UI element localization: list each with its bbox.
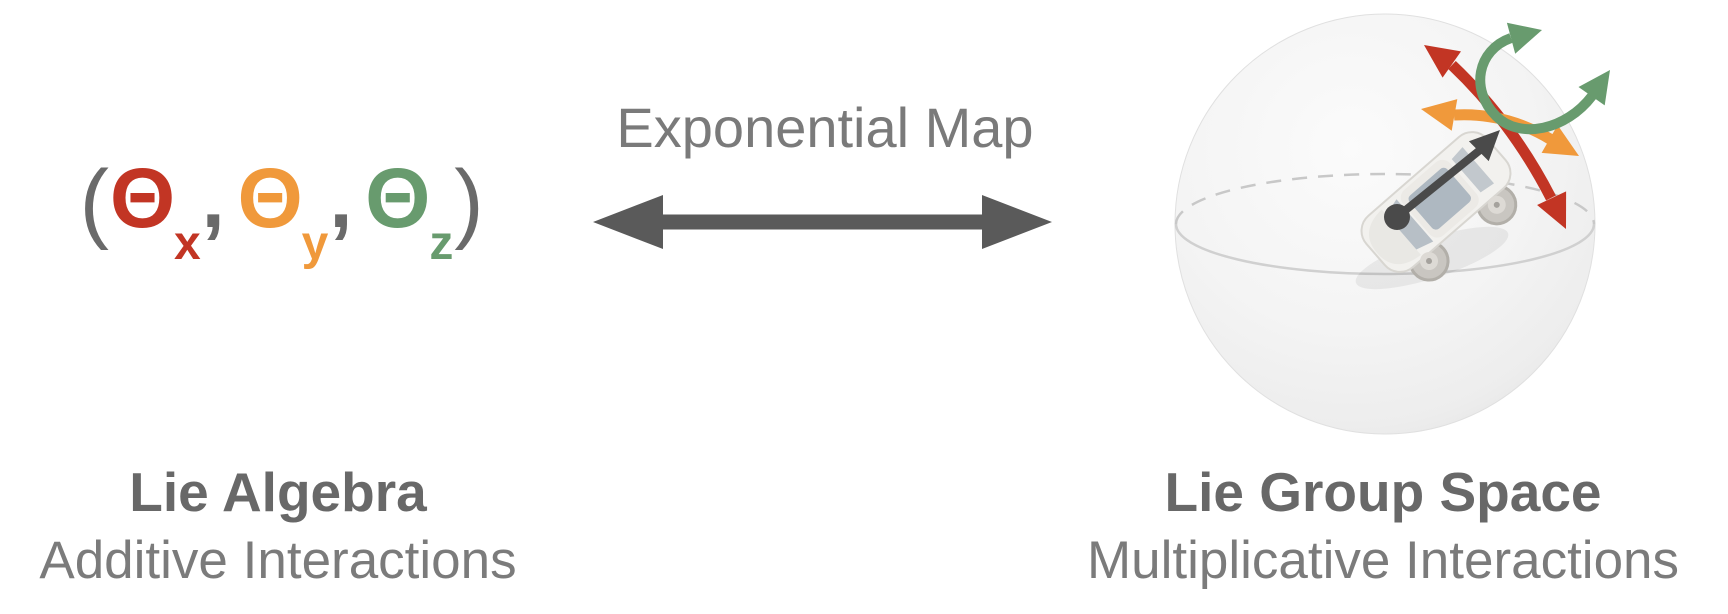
- bidirectional-arrow-icon: [593, 195, 1052, 249]
- lie-algebra-subtitle: Additive Interactions: [39, 531, 517, 591]
- theta-x-symbol: Θ: [109, 151, 176, 245]
- close-paren: ): [454, 151, 485, 251]
- car-icon: [1360, 131, 1518, 282]
- lie-algebra-caption: Lie Algebra Additive Interactions: [8, 461, 548, 592]
- pose-vector-arrow-icon: [1384, 130, 1500, 230]
- z-rotation-arrow-icon: [1475, 22, 1610, 135]
- equator-front-line: [1174, 223, 1596, 276]
- lie-algebra-title: Lie Algebra: [129, 461, 427, 523]
- comma-2: ,: [329, 151, 354, 245]
- equator-back-dashed-line: [1174, 172, 1596, 225]
- open-paren: (: [79, 151, 110, 251]
- theta-y-subscript: y: [301, 217, 330, 270]
- pose-origin-dot: [1384, 204, 1410, 230]
- lie-group-sphere: [1174, 13, 1610, 435]
- lie-group-subtitle: Multiplicative Interactions: [1086, 531, 1680, 591]
- lie-group-caption: Lie Group Space Multiplicative Interacti…: [1045, 461, 1721, 592]
- lie-algebra-formula: (Θx,Θy,Θz): [32, 156, 532, 268]
- theta-x-subscript: x: [174, 217, 202, 270]
- theta-z-subscript: z: [429, 217, 455, 270]
- comma-1: ,: [201, 151, 226, 245]
- exponential-map-label: Exponential Map: [616, 96, 1034, 159]
- theta-z-symbol: Θ: [365, 151, 432, 245]
- theta-y-symbol: Θ: [237, 151, 304, 245]
- lie-group-title: Lie Group Space: [1164, 461, 1602, 523]
